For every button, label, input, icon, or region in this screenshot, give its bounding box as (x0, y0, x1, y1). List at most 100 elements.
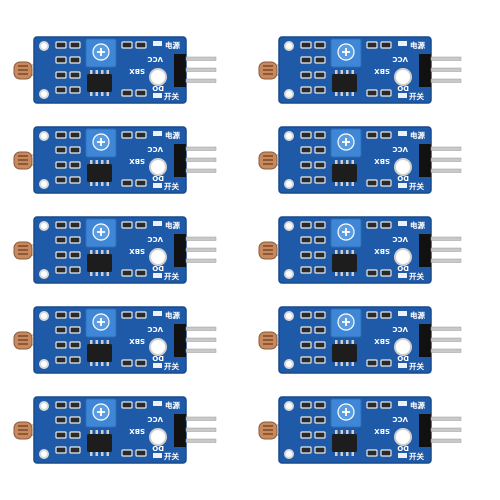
smd-component (314, 71, 326, 79)
mounting-hole (284, 221, 294, 231)
switch-label: 开关 (409, 91, 424, 101)
photoresistor (13, 61, 40, 80)
mounting-hole (149, 158, 167, 176)
smd-component (380, 401, 392, 409)
led (153, 131, 162, 136)
smd-component (380, 89, 392, 97)
potentiometer (85, 128, 117, 158)
smd-component (69, 221, 81, 229)
sbx-label: SBX (374, 427, 390, 435)
pin-header (419, 414, 462, 447)
power-label: 电源 (165, 310, 180, 320)
smd-component (55, 401, 67, 409)
mounting-hole (284, 359, 294, 369)
smd-component (69, 356, 81, 364)
smd-component (55, 221, 67, 229)
do-label: DO (152, 444, 164, 452)
smd-component (300, 326, 312, 334)
smd-component (314, 326, 326, 334)
photoresistor (13, 241, 40, 260)
do-label: DO (152, 264, 164, 272)
smd-component (314, 86, 326, 94)
pin-header (419, 234, 462, 267)
smd-component (314, 356, 326, 364)
smd-component (366, 221, 378, 229)
smd-component (300, 341, 312, 349)
smd-component (366, 131, 378, 139)
smd-component (69, 41, 81, 49)
smd-component (69, 146, 81, 154)
led (153, 183, 162, 188)
vcc-label: VCC (147, 235, 163, 243)
ic-chip (87, 430, 112, 456)
potentiometer (85, 308, 117, 338)
mounting-hole (394, 338, 412, 356)
mounting-hole (284, 89, 294, 99)
switch-label: 开关 (409, 361, 424, 371)
smd-component (314, 146, 326, 154)
switch-label: 开关 (164, 271, 179, 281)
smd-component (69, 176, 81, 184)
smd-component (121, 449, 133, 457)
smd-component (314, 311, 326, 319)
smd-component (69, 161, 81, 169)
smd-component (55, 311, 67, 319)
do-label: DO (397, 354, 409, 362)
smd-component (300, 86, 312, 94)
smd-component (135, 311, 147, 319)
smd-component (135, 221, 147, 229)
led (398, 273, 407, 278)
switch-label: 开关 (164, 181, 179, 191)
smd-component (69, 131, 81, 139)
smd-component (300, 416, 312, 424)
led (153, 221, 162, 226)
smd-component (69, 251, 81, 259)
smd-component (300, 311, 312, 319)
sbx-label: SBX (374, 337, 390, 345)
smd-component (300, 236, 312, 244)
smd-component (55, 326, 67, 334)
smd-component (366, 401, 378, 409)
smd-component (121, 221, 133, 229)
smd-component (366, 179, 378, 187)
ic-chip (332, 70, 357, 96)
led (398, 183, 407, 188)
smd-component (314, 416, 326, 424)
sbx-label: SBX (129, 247, 145, 255)
smd-component (366, 269, 378, 277)
power-label: 电源 (165, 40, 180, 50)
sbx-label: SBX (374, 67, 390, 75)
power-label: 电源 (410, 220, 425, 230)
pin-header (174, 414, 217, 447)
vcc-label: VCC (392, 325, 408, 333)
led (398, 221, 407, 226)
mounting-hole (39, 221, 49, 231)
smd-component (314, 341, 326, 349)
sbx-label: SBX (129, 157, 145, 165)
potentiometer (85, 38, 117, 68)
smd-component (135, 131, 147, 139)
smd-component (55, 341, 67, 349)
mounting-hole (284, 449, 294, 459)
smd-component (300, 221, 312, 229)
do-label: DO (397, 84, 409, 92)
smd-component (380, 311, 392, 319)
led (153, 363, 162, 368)
smd-component (55, 176, 67, 184)
smd-component (300, 446, 312, 454)
smd-component (69, 71, 81, 79)
smd-component (121, 179, 133, 187)
mounting-hole (39, 41, 49, 51)
smd-component (121, 311, 133, 319)
mounting-hole (394, 248, 412, 266)
smd-component (55, 416, 67, 424)
